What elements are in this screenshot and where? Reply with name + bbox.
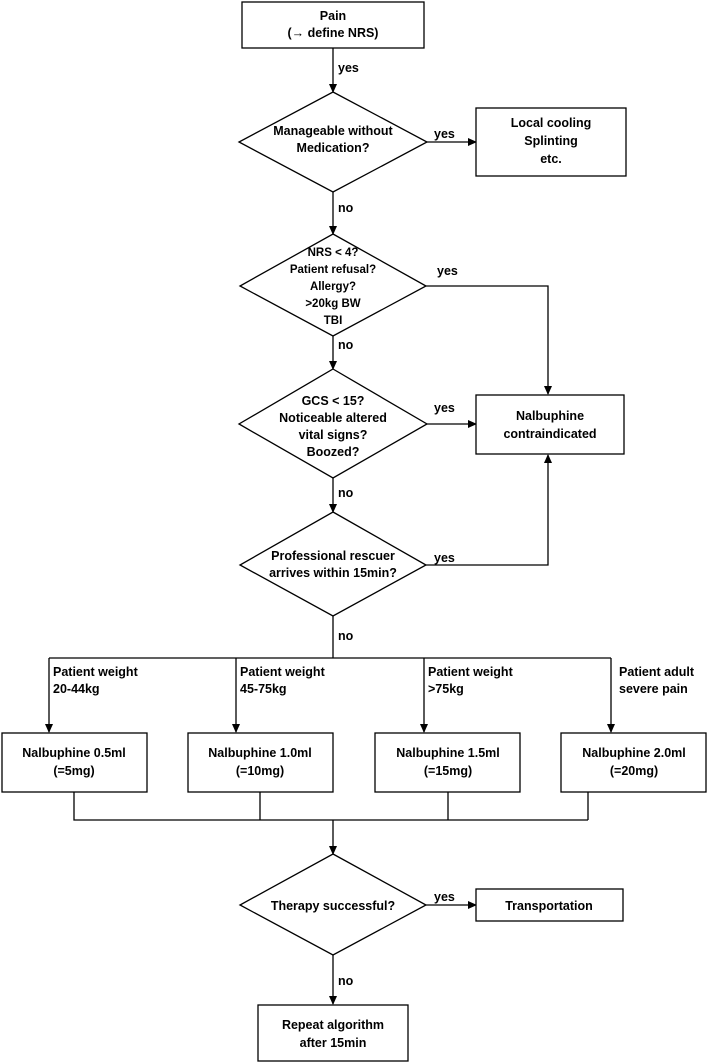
dose3-line-2: (=15mg) xyxy=(424,764,472,778)
rescuer-line-2: arrives within 15min? xyxy=(269,566,397,580)
node-texts: Pain (→ define NRS) Manageable without M… xyxy=(22,9,686,1050)
label-yes-criteria: yes xyxy=(437,264,458,278)
branch-w2-line-2: 45-75kg xyxy=(240,682,287,696)
label-yes-gcs: yes xyxy=(434,401,455,415)
criteria-line-2: Patient refusal? xyxy=(290,264,376,276)
repeat-line-1: Repeat algorithm xyxy=(282,1018,384,1032)
criteria-line-1: NRS < 4? xyxy=(308,247,359,259)
node-dose3-box xyxy=(374,732,521,793)
gcs-line-2: Noticeable altered xyxy=(279,411,387,425)
dose2-line-1: Nalbuphine 1.0ml xyxy=(208,746,312,760)
pain-line-1: Pain xyxy=(320,9,346,23)
label-no-manageable: no xyxy=(338,201,354,215)
connectors xyxy=(45,48,615,1005)
dose4-line-1: Nalbuphine 2.0ml xyxy=(582,746,686,760)
dose1-line-2: (=5mg) xyxy=(53,764,94,778)
label-no-criteria: no xyxy=(338,338,354,352)
criteria-line-4: >20kg BW xyxy=(305,298,360,310)
edge-rescuer-to-contraindicated xyxy=(426,454,552,566)
branch-w2-line-1: Patient weight xyxy=(240,665,326,679)
merge-bus xyxy=(73,792,588,821)
criteria-line-3: Allergy? xyxy=(310,281,356,293)
node-gcs-diamond xyxy=(237,368,429,479)
manageable-line-2: Medication? xyxy=(297,141,370,155)
contraindicated-line-2: contraindicated xyxy=(503,427,596,441)
local-cooling-line-2: Splinting xyxy=(524,134,577,148)
branch-w3-line-2: >75kg xyxy=(428,682,464,696)
contraindicated-line-1: Nalbuphine xyxy=(516,409,584,423)
node-contraindicated-box xyxy=(475,394,625,455)
edge-criteria-to-contraindicated xyxy=(426,285,552,395)
branch-w1-line-2: 20-44kg xyxy=(53,682,100,696)
branch-w4-line-2: severe pain xyxy=(619,682,688,696)
node-local-cooling-box xyxy=(475,107,627,177)
manageable-line-1: Manageable without xyxy=(273,124,393,138)
transportation-line-1: Transportation xyxy=(505,899,593,913)
local-cooling-line-3: etc. xyxy=(540,152,562,166)
pain-line-2: (→ define NRS) xyxy=(288,26,379,40)
node-repeat-box xyxy=(257,1004,409,1062)
repeat-line-2: after 15min xyxy=(300,1036,367,1050)
node-rescuer-diamond xyxy=(238,511,428,617)
node-manageable-diamond xyxy=(237,91,429,193)
label-no-rescuer: no xyxy=(338,629,354,643)
label-yes-manageable: yes xyxy=(434,127,455,141)
branch-w3-line-1: Patient weight xyxy=(428,665,514,679)
dose4-line-2: (=20mg) xyxy=(610,764,658,778)
label-yes-therapy: yes xyxy=(434,890,455,904)
gcs-line-4: Boozed? xyxy=(307,445,360,459)
branch-w1-line-1: Patient weight xyxy=(53,665,139,679)
label-no-therapy: no xyxy=(338,974,354,988)
edge-labels: yes yes no yes no yes no yes no yes no xyxy=(338,61,458,988)
label-yes-rescuer: yes xyxy=(434,551,455,565)
node-dose2-box xyxy=(187,732,334,793)
node-criteria-diamond xyxy=(238,233,428,337)
branch-labels: Patient weight 20-44kg Patient weight 45… xyxy=(53,665,695,696)
gcs-line-3: vital signs? xyxy=(299,428,368,442)
dose3-line-1: Nalbuphine 1.5ml xyxy=(396,746,500,760)
therapy-line-1: Therapy successful? xyxy=(271,899,395,913)
dose2-line-2: (=10mg) xyxy=(236,764,284,778)
criteria-line-5: TBI xyxy=(324,315,343,327)
node-transportation-box xyxy=(475,888,624,922)
rescuer-line-1: Professional rescuer xyxy=(271,549,395,563)
label-no-gcs: no xyxy=(338,486,354,500)
node-dose4-box xyxy=(560,732,707,793)
node-pain-box xyxy=(241,1,425,49)
gcs-line-1: GCS < 15? xyxy=(302,394,365,408)
dose1-line-1: Nalbuphine 0.5ml xyxy=(22,746,126,760)
branch-w4-line-1: Patient adult xyxy=(619,665,695,679)
local-cooling-line-1: Local cooling xyxy=(511,116,592,130)
label-yes-pain: yes xyxy=(338,61,359,75)
node-dose1-box xyxy=(1,732,148,793)
node-therapy-diamond xyxy=(238,853,428,956)
